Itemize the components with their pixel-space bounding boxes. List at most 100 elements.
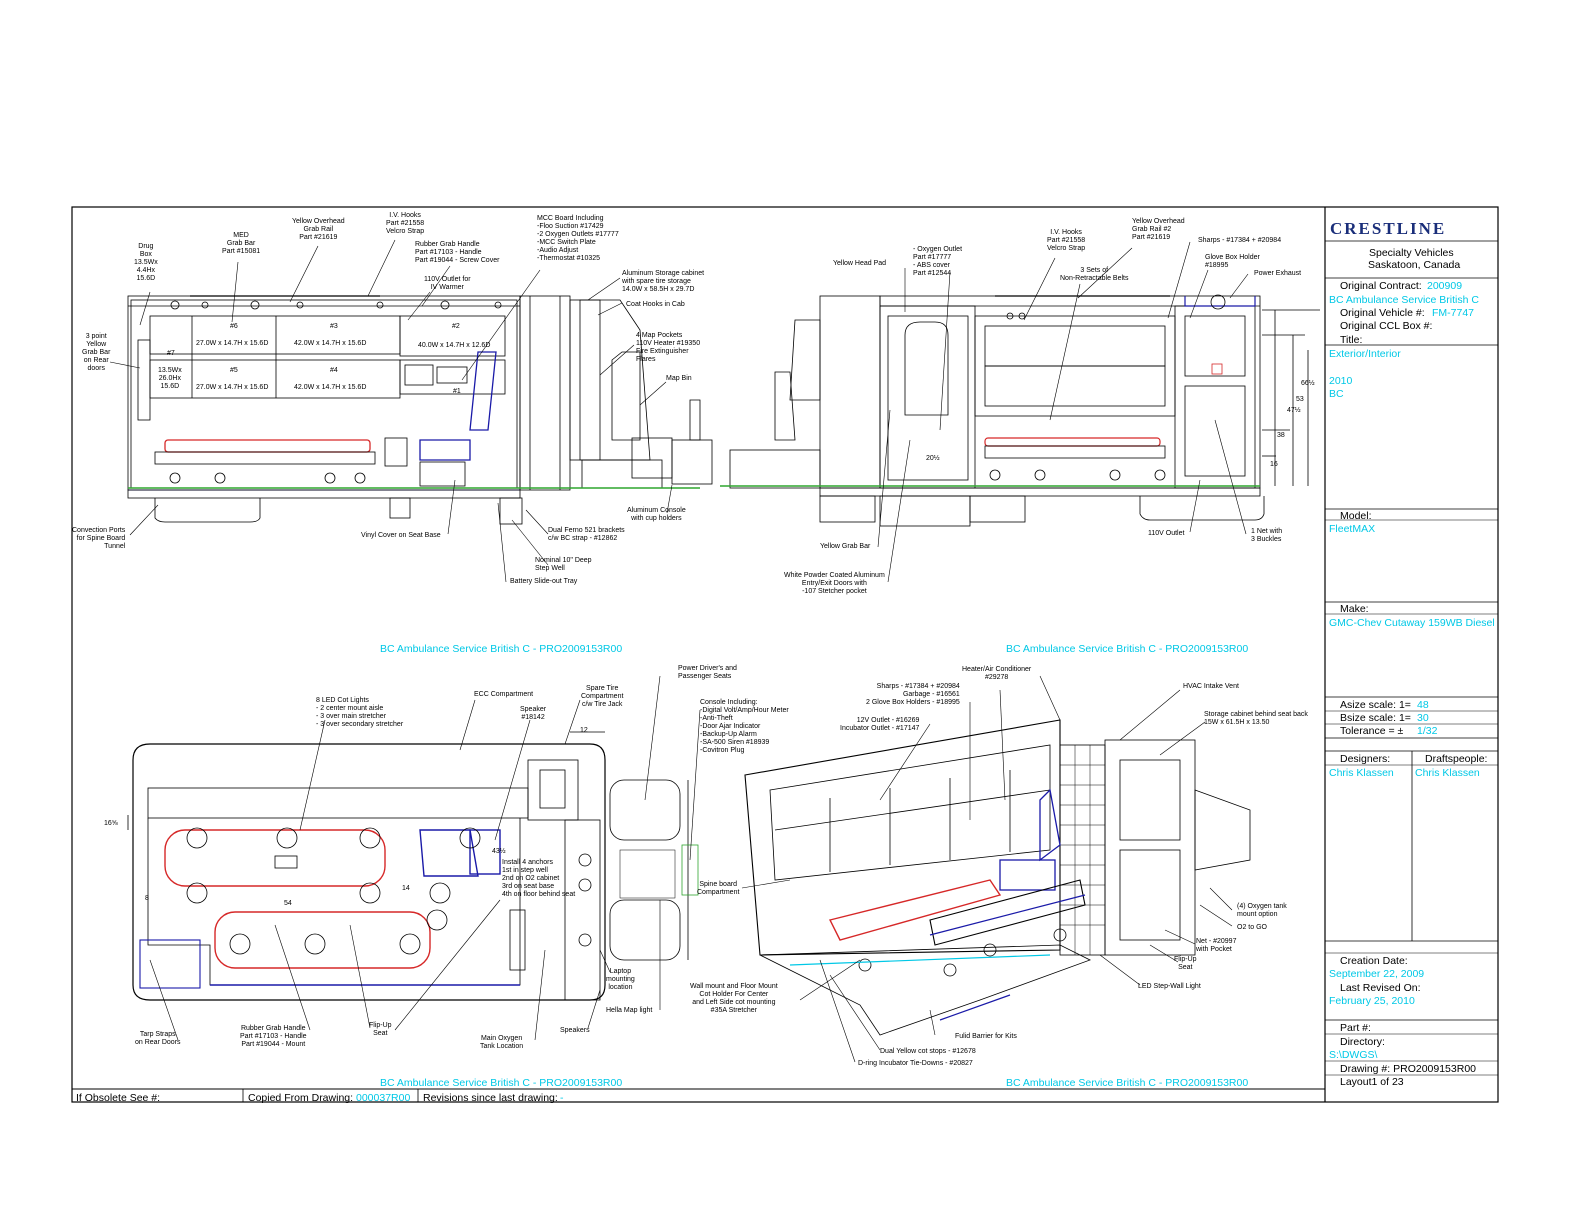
dim-66: 66½ (1301, 380, 1315, 387)
dim-14: 14 (402, 885, 410, 892)
cabinet-5-dims: 27.0W x 14.7H x 15.6D (196, 384, 269, 391)
sheet-frame (71, 206, 1499, 1103)
last-revised-label: Last Revised On: (1340, 982, 1421, 994)
callout-vinyl-cover: Vinyl Cover on Seat Base (361, 532, 441, 539)
asize-label: Asize scale: 1= (1340, 699, 1411, 711)
callout-battery-tray: Battery Slide-out Tray (510, 578, 578, 585)
callout-led-step-wall: LED Step-Wall Light (1138, 983, 1201, 990)
directory-label: Directory: (1340, 1036, 1385, 1048)
cabinet-4: #4 (330, 367, 338, 374)
dim-54: 54 (284, 900, 292, 907)
callout-laptop-mounting: Laptop mounting location (606, 968, 635, 991)
cabinet-6: #6 (230, 323, 238, 330)
callout-spare-tire: Spare Tire Compartment c/w Tire Jack (581, 685, 624, 708)
callout-led-cot-lights: 8 LED Cot Lights - 2 center mount aisle … (316, 697, 404, 728)
caption-right-top: BC Ambulance Service British C - PRO2009… (1006, 643, 1249, 655)
cabinet-5: #5 (230, 367, 238, 374)
callout-speakers: Speakers (560, 1027, 590, 1034)
callout-console-including: Console Including: -Digital Volt/Amp/Hou… (700, 699, 789, 754)
callout-tarp-straps: Tarp Straps on Rear Doors (135, 1031, 181, 1046)
callout-outlet-12v: 12V Outlet - #16269 Incubator Outlet - #… (840, 717, 920, 732)
dim-12: 12 (580, 727, 588, 734)
callout-glove-box-holder: Glove Box Holder #18995 (1205, 254, 1260, 269)
title-line1: Exterior/Interior (1329, 348, 1401, 360)
view-floor-plan (127, 731, 699, 1001)
view-curbside-elevation (127, 295, 713, 525)
callout-yellow-grab-bar: Yellow Grab Bar (820, 543, 871, 550)
callout-speaker-top: Speaker #18142 (520, 706, 547, 721)
cabinet-3-dims: 42.0W x 14.7H x 15.6D (294, 340, 367, 347)
draftspeople-value: Chris Klassen (1415, 767, 1480, 779)
dim-16: 16 (1270, 461, 1278, 468)
view-isometric-interior (744, 719, 1251, 1036)
designers-label: Designers: (1340, 753, 1391, 765)
obsolete-label: If Obsolete See #: (76, 1092, 161, 1104)
callout-install-anchors: Install 4 anchors 1st in step well 2nd o… (502, 859, 576, 898)
original-vehicle-label: Original Vehicle #: (1340, 307, 1425, 319)
copied-label: Copied From Drawing: (248, 1092, 354, 1104)
make-value: GMC-Chev Cutaway 159WB Diesel (1329, 617, 1495, 629)
cabinet-2-dims: 40.0W x 14.7H x 12.6D (418, 342, 491, 349)
callout-yellow-head-pad: Yellow Head Pad (833, 260, 887, 267)
title-line2: 2010 (1329, 375, 1353, 387)
caption-left-top: BC Ambulance Service British C - PRO2009… (380, 643, 623, 655)
callout-flip-up-seat-right: Flip-Up Seat (1174, 956, 1197, 971)
cabinet-7: #7 (167, 350, 175, 357)
dim-8: 8 (145, 895, 149, 902)
callout-iv-hooks-left: I.V. Hooks Part #21558 Velcro Strap (386, 212, 425, 235)
caption-left-bottom: BC Ambulance Service British C - PRO2009… (380, 1077, 623, 1089)
callout-main-oxygen: Main Oxygen Tank Location (480, 1035, 524, 1050)
model-value: FleetMAX (1329, 523, 1376, 535)
company-logo: CRESTLINE (1330, 219, 1447, 238)
callout-map-pockets: 4 Map Pockets 110V Heater #19350 Fire Ex… (636, 332, 701, 363)
callout-three-point-grab: 3 point Yellow Grab Bar on Rear doors (82, 333, 111, 372)
title-line3: BC (1329, 388, 1344, 400)
callout-dual-yellow-cot: Dual Yellow cot stops - #12678 (880, 1048, 976, 1055)
callout-oxygen-outlet: - Oxygen Outlet Part #17777 - ABS cover … (913, 246, 963, 277)
cabinet-7-dims: 13.5Wx 26.0Hx 15.6D (158, 367, 182, 390)
revisions-label: Revisions since last drawing: (423, 1092, 558, 1104)
callout-white-powder-doors: White Powder Coated Aluminum Entry/Exit … (784, 572, 885, 595)
original-contract-label: Original Contract: (1340, 280, 1422, 292)
callout-aluminum-storage: Aluminum Storage cabinet with spare tire… (622, 270, 705, 293)
callout-net-pocket: Net - #20997 with Pocket (1196, 938, 1237, 953)
callout-med-grab-bar: MED Grab Bar Part #15081 (222, 232, 261, 255)
callout-power-exhaust: Power Exhaust (1254, 270, 1302, 277)
callout-nominal-step: Nominal 10" Deep Step Well (535, 557, 592, 572)
copied-value: 000037R00 (356, 1092, 411, 1104)
callout-mcc-board: MCC Board Including -Floo Suction #17429… (537, 215, 619, 262)
callout-wall-mount-cot: Wall mount and Floor Mount Cot Holder Fo… (690, 983, 778, 1014)
title-label: Title: (1340, 334, 1363, 346)
callout-map-bin: Map Bin (666, 375, 692, 382)
callout-d-ring: D-ring Incubator Tie-Downs - #20827 (858, 1060, 973, 1067)
company-line2: Saskatoon, Canada (1368, 259, 1461, 271)
revisions-value: - (560, 1092, 564, 1104)
customer-line: BC Ambulance Service British C (1329, 294, 1479, 306)
callout-hella-map: Hella Map light (606, 1007, 653, 1014)
callout-rubber-grab-bottom: Rubber Grab Handle Part #17103 - Handle … (240, 1025, 307, 1048)
callout-one-net: 1 Net with 3 Buckles (1251, 528, 1283, 543)
bsize-label: Bsize scale: 1= (1340, 712, 1411, 724)
original-contract-value: 200909 (1427, 280, 1463, 292)
callout-aluminum-console: Aluminum Console with cup holders (627, 507, 686, 522)
callout-coat-hooks: Coat Hooks in Cab (626, 301, 685, 308)
callout-sharps-top: Sharps - #17384 + #20984 (1198, 237, 1282, 244)
part-label: Part #: (1340, 1022, 1371, 1034)
callout-dual-ferno: Dual Ferno 521 brackets c/w BC strap - #… (548, 527, 625, 542)
asize-value: 48 (1417, 699, 1429, 711)
dim-16b: 16⅝ (104, 820, 118, 827)
callout-yellow-overhead-right: Yellow Overhead Grab Rail #2 Part #21619 (1132, 218, 1185, 241)
dim-38: 38 (1277, 432, 1285, 439)
caption-right-bottom: BC Ambulance Service British C - PRO2009… (1006, 1077, 1249, 1089)
cabinet-2: #2 (452, 323, 460, 330)
callout-ecc-compartment: ECC Compartment (474, 691, 534, 698)
company-line1: Specialty Vehicles (1369, 247, 1454, 259)
dim-53: 53 (1296, 396, 1304, 403)
make-label: Make: (1340, 603, 1369, 615)
callout-power-drivers: Power Driver's and Passenger Seats (678, 665, 737, 680)
callout-hvac-intake: HVAC Intake Vent (1183, 683, 1239, 690)
dim-20: 20½ (926, 455, 940, 462)
cabinet-3: #3 (330, 323, 338, 330)
callout-heater-ac: Heater/Air Conditioner #29278 (962, 666, 1032, 681)
